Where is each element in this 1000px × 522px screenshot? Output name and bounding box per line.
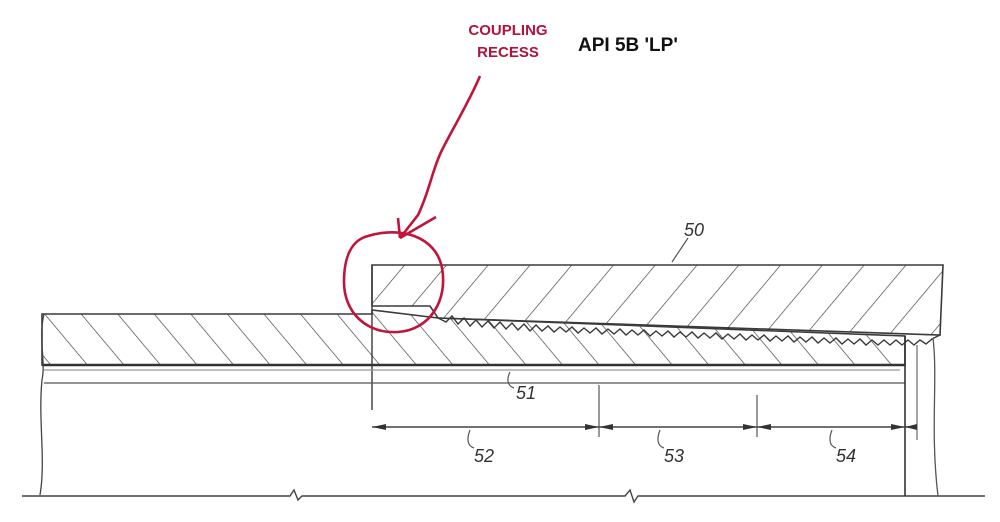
callout-line-1: COUPLING	[468, 22, 548, 39]
callout-circle	[342, 231, 445, 334]
left-break-line	[39, 313, 45, 496]
ref-54: 54	[836, 446, 856, 466]
bottom-break-line	[22, 488, 985, 504]
pipe-body	[41, 309, 906, 384]
callout-label: COUPLING RECESS	[458, 20, 558, 64]
callout-line-2: RECESS	[477, 44, 539, 61]
thread-profile	[437, 314, 941, 346]
coupling-recess-callout	[342, 75, 482, 334]
dimension-line	[372, 385, 917, 437]
ref-52: 52	[474, 446, 494, 466]
arrow-icon	[398, 75, 482, 239]
ref-51: 51	[516, 383, 536, 403]
ref-53: 53	[664, 446, 684, 466]
ref-50: 50	[684, 220, 704, 240]
standard-label: API 5B 'LP'	[578, 35, 678, 56]
